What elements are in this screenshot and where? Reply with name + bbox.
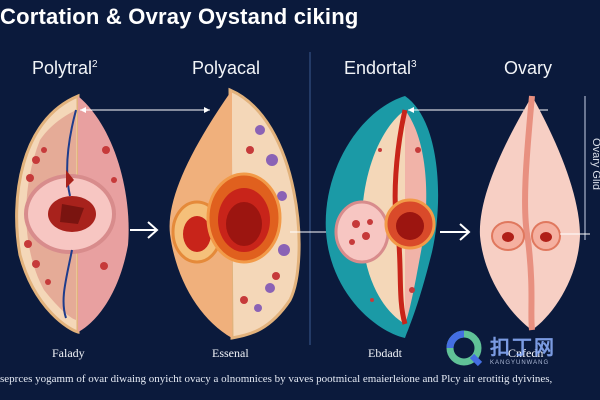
caption: seprces yogamm of ovar diwaing onyicht o… <box>0 373 553 385</box>
panel-3-tissue <box>325 96 439 338</box>
panel-1-label: Falady <box>52 346 85 360</box>
watermark-logo-icon <box>446 330 483 367</box>
panel-1-heading: Polytral2 <box>32 58 98 78</box>
arrow-2 <box>440 223 471 241</box>
diagram-title: Cortation & Ovray Oystand ciking <box>0 4 359 29</box>
panel-4-heading: Ovary <box>504 58 553 78</box>
panel-2-label: Essenal <box>212 346 249 360</box>
panel-2-heading: Polyacal <box>192 58 261 78</box>
watermark-en: KANGYUNWANG <box>490 359 550 366</box>
panel-4-label: Cnfedn <box>508 346 544 360</box>
panel-4-tissue <box>479 95 580 331</box>
arrow-1 <box>130 221 159 239</box>
panel-3-heading: Endortal3 <box>344 58 417 78</box>
watermark: 扣丁网 KANGYUNWANG <box>444 328 556 368</box>
watermark-cn: 扣丁网 <box>490 336 556 359</box>
panel-3-label: Ebdadt <box>368 346 402 360</box>
panel-1-tissue <box>15 93 129 334</box>
side-label: Ovary Glid <box>590 138 600 190</box>
panel-2-tissue <box>169 87 301 340</box>
